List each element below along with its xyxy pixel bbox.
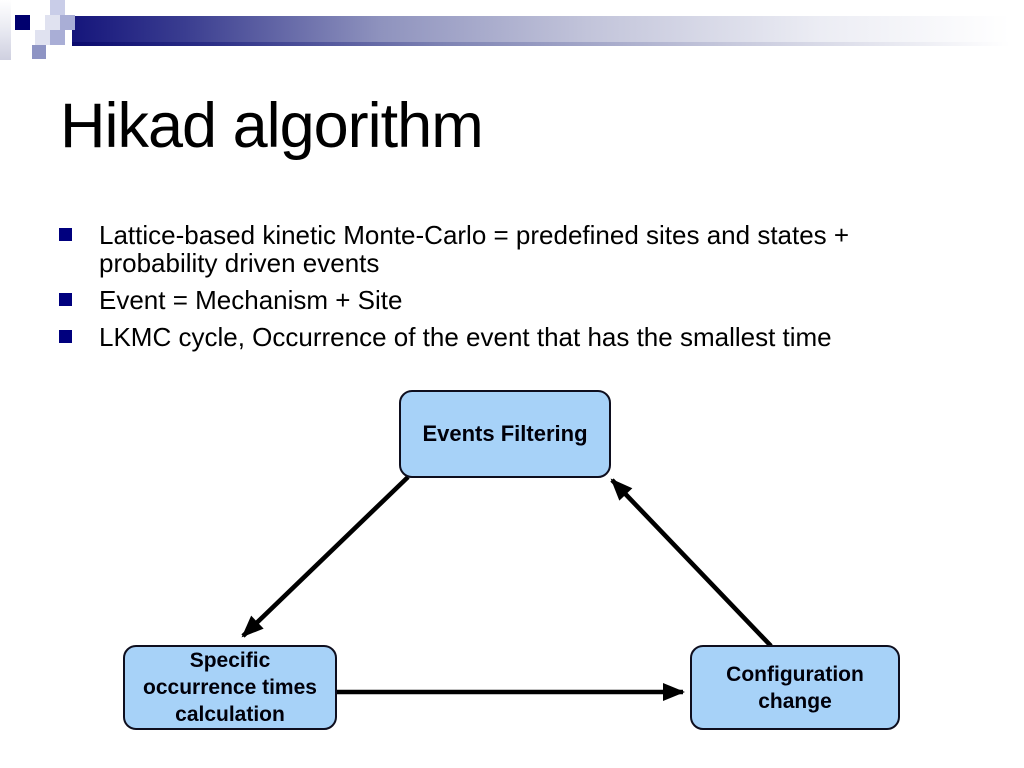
bullet-line: probability driven events <box>99 248 380 278</box>
arrow-events-filtering-to-specific-occurrence <box>241 475 410 638</box>
header-gradient-bar <box>72 16 1010 42</box>
node-label-line: occurrence times <box>143 676 317 699</box>
bullet-square-icon <box>59 293 72 306</box>
deco-square <box>35 30 50 45</box>
deco-square <box>32 45 46 59</box>
bullet-square-icon <box>59 330 72 343</box>
node-label-line: Configuration <box>726 662 864 686</box>
bullet-line: LKMC cycle, Occurrence of the event that… <box>99 322 832 352</box>
bullet-square-icon <box>59 228 72 241</box>
bullet-text: Lattice-based kinetic Monte-Carlo = pred… <box>99 221 849 277</box>
bullet-list: Lattice-based kinetic Monte-Carlo = pred… <box>59 221 959 360</box>
node-label-line: Specific <box>189 649 271 672</box>
deco-square <box>50 0 65 15</box>
node-events-filtering: Events Filtering <box>399 390 611 478</box>
bullet-line: Event = Mechanism + Site <box>99 285 403 315</box>
header-left-gradient-strip <box>0 0 11 60</box>
node-label-line: Events Filtering <box>422 421 588 446</box>
deco-square <box>15 15 30 30</box>
header-gradient-bar-underline <box>72 42 1010 46</box>
bullet-text: LKMC cycle, Occurrence of the event that… <box>99 323 832 351</box>
node-label-line: calculation <box>175 703 285 726</box>
bullet-line: Lattice-based kinetic Monte-Carlo = pred… <box>99 220 850 250</box>
node-label-line: change <box>758 689 832 713</box>
deco-square <box>50 30 65 45</box>
list-item: Event = Mechanism + Site <box>59 286 959 314</box>
list-item: Lattice-based kinetic Monte-Carlo = pred… <box>59 221 959 277</box>
slide-title: Hikad algorithm <box>60 91 484 161</box>
arrow-configuration-change-to-events-filtering <box>610 478 773 648</box>
deco-square <box>60 15 75 30</box>
bullet-text: Event = Mechanism + Site <box>99 286 402 314</box>
node-configuration-change: Configuration change <box>690 645 900 730</box>
list-item: LKMC cycle, Occurrence of the event that… <box>59 323 959 351</box>
deco-square <box>45 15 60 30</box>
node-specific-occurrence-times-calculation: Specific occurrence times calculation <box>123 645 337 730</box>
